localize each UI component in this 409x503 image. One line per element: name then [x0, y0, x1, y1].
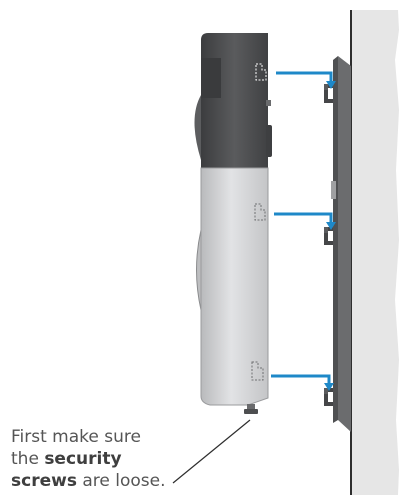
caption-line-3-suffix: are loose. — [76, 471, 166, 491]
mounting-bracket — [331, 56, 351, 432]
mounting-hook-bottom — [324, 388, 333, 406]
alignment-arrow-middle — [274, 212, 336, 230]
caption-screws-word: screws — [11, 471, 77, 491]
keyhole-slot-top — [255, 63, 267, 81]
keyhole-slot-middle — [254, 203, 266, 221]
keyhole-slot-bottom — [251, 361, 264, 381]
alignment-arrow-bottom — [271, 374, 334, 391]
alignment-arrow-top — [276, 71, 336, 89]
security-screw — [244, 404, 258, 414]
caption-line-2-prefix: the — [11, 449, 45, 469]
doorbell-device — [194, 33, 272, 406]
wall — [350, 10, 399, 495]
caption-line-1: First make sure — [11, 427, 141, 447]
leader-line — [172, 419, 251, 484]
mounting-hook-middle — [324, 227, 333, 245]
caption-security-word: security — [44, 449, 122, 469]
